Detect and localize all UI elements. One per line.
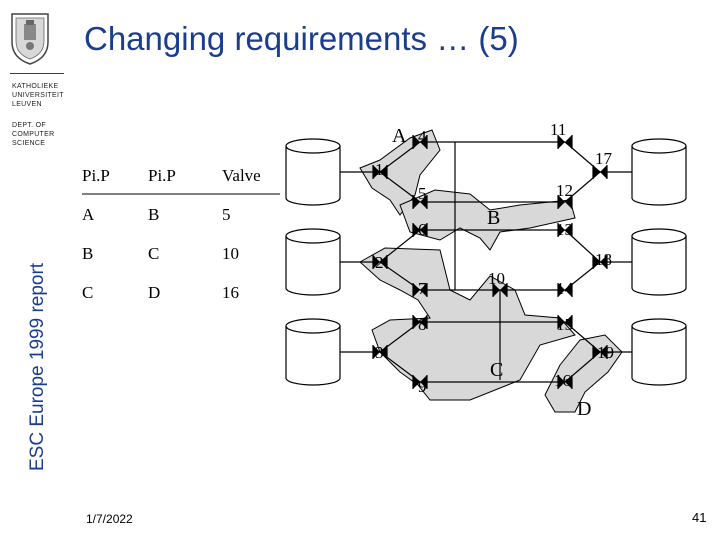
header-divider — [10, 73, 64, 74]
tank-left-1 — [285, 138, 341, 206]
university-seal-logo — [11, 13, 49, 65]
valve-label: 15 — [556, 315, 573, 334]
table-header: Pi.P — [82, 166, 110, 185]
valve-labels: 4 11 1 17 5 12 6 13 2 18 7 10 14 8 15 3 … — [375, 120, 614, 396]
institution-line: LEUVEN — [12, 101, 42, 108]
valve-label: 10 — [488, 269, 505, 288]
valve-label: 13 — [556, 220, 573, 239]
table-cell: C — [82, 283, 94, 302]
valve-label: 3 — [375, 343, 384, 362]
slide-date: 1/7/2022 — [86, 512, 133, 526]
institution-name: KATHOLIEKE UNIVERSITEIT LEUVEN — [12, 82, 64, 109]
table-row: A B 5 — [82, 205, 282, 244]
valve-label: 2 — [375, 253, 384, 272]
valve-label: 11 — [550, 120, 566, 139]
slide-page-number: 41 — [692, 510, 707, 525]
department-line: COMPUTER — [12, 131, 55, 138]
valve-label: 17 — [595, 149, 613, 168]
valve-label: 19 — [597, 343, 614, 362]
group-labels: A B C D — [392, 125, 591, 420]
tank-left-3 — [285, 318, 341, 386]
valve-label: 1 — [375, 160, 384, 179]
table-cell: A — [82, 205, 95, 224]
table-row: B C 10 — [82, 244, 282, 283]
slide-title: Changing requirements … (5) — [84, 20, 519, 57]
tank-right-1 — [631, 138, 687, 206]
table-cell: 16 — [222, 283, 239, 302]
valve-label: 6 — [418, 220, 427, 239]
group-label-a: A — [392, 125, 407, 147]
highlighted-flow-path-b — [399, 189, 576, 251]
valve-label: 16 — [554, 371, 571, 390]
tank-left-2 — [285, 228, 341, 296]
tank-right-2 — [631, 228, 687, 296]
table-header-row: Pi.P Pi.P Valve — [82, 166, 282, 205]
highlighted-flow-path-a — [359, 129, 441, 216]
valve-label: 7 — [418, 279, 427, 298]
department-name: DEPT. OF COMPUTER SCIENCE — [12, 121, 54, 148]
group-label-c: C — [490, 359, 503, 381]
table-cell: D — [148, 283, 161, 302]
table-cell: B — [82, 244, 94, 263]
table-cell: B — [148, 205, 160, 224]
table-cell: 10 — [222, 244, 239, 263]
group-label-b: B — [487, 207, 500, 229]
valve-label: 4 — [418, 127, 427, 146]
valve-label: 18 — [595, 250, 612, 269]
department-line: DEPT. OF — [12, 122, 46, 129]
table-cell: C — [148, 244, 160, 263]
table-header: Valve — [222, 166, 261, 185]
requirements-table: Pi.P Pi.P Valve A B 5 B C 10 C D 16 — [82, 166, 282, 322]
table-cell: 5 — [222, 205, 231, 224]
institution-line: KATHOLIEKE — [12, 83, 59, 90]
tank-right-3 — [631, 318, 687, 386]
table-header: Pi.P — [148, 166, 176, 185]
valve-label: 12 — [556, 181, 573, 200]
institution-line: UNIVERSITEIT — [12, 92, 64, 99]
table-row: C D 16 — [82, 283, 282, 322]
valve-label: 5 — [418, 184, 427, 203]
group-label-d: D — [577, 398, 591, 420]
valve-label: 14 — [556, 279, 574, 298]
valve-label: 8 — [418, 315, 427, 334]
department-line: SCIENCE — [12, 140, 46, 147]
valve-label: 9 — [418, 377, 427, 396]
